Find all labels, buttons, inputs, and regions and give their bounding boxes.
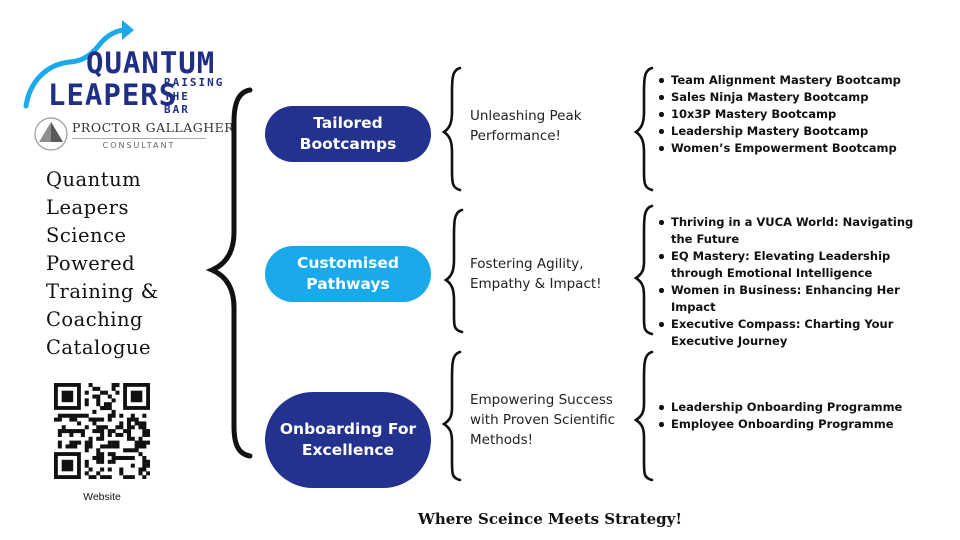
list-brace-1-icon: [633, 66, 654, 192]
proctor-gallagher-logo: PROCTOR GALLAGHER CONSULTANT: [22, 116, 235, 152]
tagline-brace-1-icon: [441, 66, 462, 192]
bootcamp-list: Team Alignment Mastery Bootcamp Sales Ni…: [657, 72, 925, 157]
footer-slogan: Where Sceince Meets Strategy!: [418, 510, 682, 528]
tagline-brace-2-icon: [443, 208, 464, 334]
catalogue-title-line: Leapers: [46, 196, 129, 219]
catalogue-title-line: Science: [46, 224, 127, 247]
quantum-leapers-logo: QUANTUM LEAPERS RAISING THE BAR: [22, 18, 222, 118]
partner-name: PROCTOR GALLAGHER: [72, 120, 235, 135]
logo-word-leapers: LEAPERS: [48, 78, 178, 112]
list-item: Women in Business: Enhancing Her Impact: [657, 282, 925, 316]
section-tagline-1: Unleashing Peak Performance!: [470, 108, 582, 144]
list-item: Sales Ninja Mastery Bootcamp: [657, 89, 925, 106]
tagline-brace-3-icon: [441, 350, 462, 482]
list-item: 10x3P Mastery Bootcamp: [657, 106, 925, 123]
customised-pathways-pill: Customised Pathways: [265, 246, 431, 302]
catalogue-title-line: Quantum: [46, 168, 142, 191]
list-brace-2-icon: [633, 204, 654, 336]
list-item: Women’s Empowerment Bootcamp: [657, 140, 925, 157]
catalogue-title-line: Coaching: [46, 308, 144, 331]
qr-code-icon[interactable]: [54, 383, 151, 480]
catalogue-title-line: Catalogue: [46, 336, 152, 359]
partner-subtitle: CONSULTANT: [72, 138, 206, 150]
logo-tagline-line2: THE BAR: [164, 90, 190, 116]
pathways-list: Thriving in a VUCA World: Navigating the…: [657, 214, 925, 350]
list-item: EQ Mastery: Elevating Leadership through…: [657, 248, 925, 282]
list-item: Leadership Onboarding Programme: [657, 399, 925, 416]
tailored-bootcamps-pill: Tailored Bootcamps: [265, 106, 431, 162]
pyramid-emblem-icon: [34, 117, 68, 151]
qr-code-label: Website: [83, 491, 121, 503]
section-tagline-2: Fostering Agility, Empathy & Impact!: [470, 256, 602, 292]
list-item: Leadership Mastery Bootcamp: [657, 123, 925, 140]
catalogue-title: Quantum Leapers Science Powered Training…: [46, 166, 216, 362]
list-item: Employee Onboarding Programme: [657, 416, 925, 433]
list-item: Thriving in a VUCA World: Navigating the…: [657, 214, 925, 248]
logo-swoosh-arrow-icon: [23, 20, 134, 109]
list-item: Team Alignment Mastery Bootcamp: [657, 72, 925, 89]
logo-word-quantum: QUANTUM: [86, 46, 216, 80]
list-brace-3-icon: [633, 350, 654, 482]
catalogue-title-line: Training &: [46, 280, 159, 303]
section-tagline-3: Empowering Success with Proven Scientifi…: [470, 392, 616, 448]
onboarding-list: Leadership Onboarding Programme Employee…: [657, 399, 925, 433]
logo-tagline-line1: RAISING: [164, 76, 225, 89]
list-item: Executive Compass: Charting Your Executi…: [657, 316, 925, 350]
onboarding-for-excellence-pill: Onboarding For Excellence: [265, 392, 431, 488]
catalogue-title-line: Powered: [46, 252, 136, 275]
